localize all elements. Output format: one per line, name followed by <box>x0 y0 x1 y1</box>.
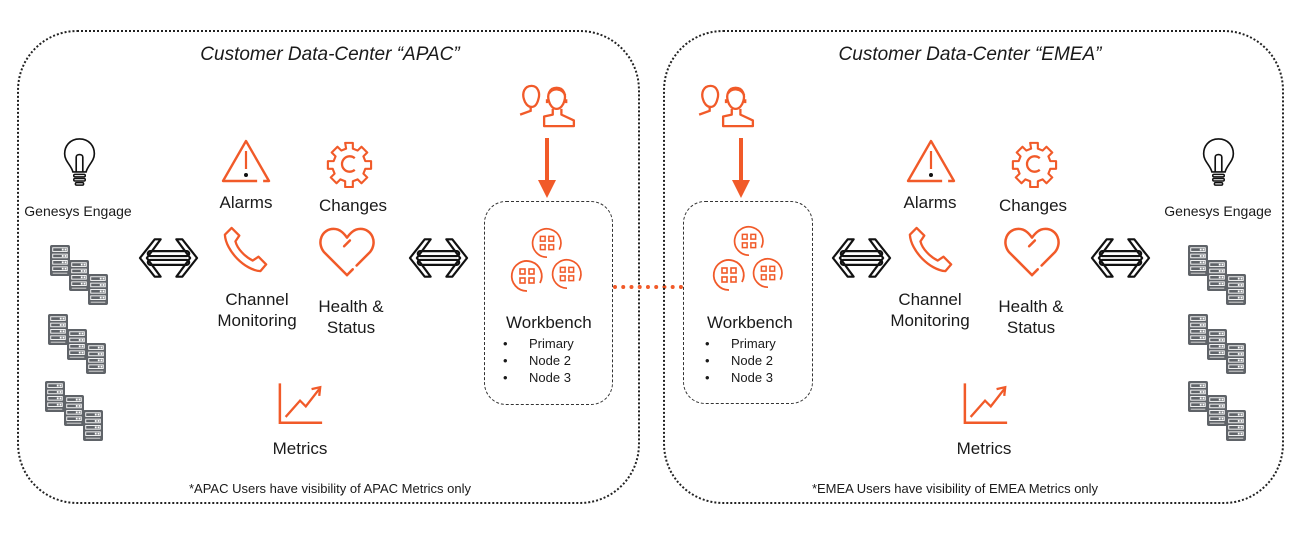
changes-label: Changes <box>318 196 388 215</box>
bidirectional-arrow-icon <box>830 236 893 280</box>
server-rack-icon[interactable] <box>1207 395 1227 426</box>
genesys-engage-label: Genesys Engage <box>1164 203 1272 219</box>
workbench-node: Node 2 <box>503 352 574 369</box>
workbench-title: Workbench <box>506 313 592 332</box>
bidirectional-arrow-icon <box>1089 236 1152 280</box>
datacenter-apac-boundary <box>17 30 640 504</box>
channel-monitoring-label: Channel Monitoring <box>890 290 970 330</box>
visibility-footnote: *APAC Users have visibility of APAC Metr… <box>189 481 471 496</box>
server-rack-icon[interactable] <box>1226 410 1246 441</box>
server-rack-icon[interactable] <box>86 343 106 374</box>
server-rack-icon[interactable] <box>1207 329 1227 360</box>
workbench-title: Workbench <box>707 313 793 332</box>
line-chart-icon <box>962 381 1010 426</box>
server-rack-icon[interactable] <box>45 381 65 412</box>
server-rack-icon[interactable] <box>50 245 70 276</box>
warning-triangle-icon <box>906 139 956 183</box>
channel-monitoring-label: Channel Monitoring <box>217 290 297 330</box>
server-rack-icon[interactable] <box>1188 381 1208 412</box>
workbench-node-list: Primary Node 2 Node 3 <box>705 335 776 386</box>
server-rack-icon[interactable] <box>1226 343 1246 374</box>
server-rack-icon[interactable] <box>1188 314 1208 345</box>
workbench-node: Primary <box>503 335 574 352</box>
gear-icon <box>1010 140 1058 188</box>
bidirectional-arrow-icon <box>137 236 200 280</box>
server-rack-icon[interactable] <box>69 260 89 291</box>
genesys-engage-label: Genesys Engage <box>24 203 132 219</box>
arrow-head <box>732 180 750 198</box>
workbench-box[interactable] <box>683 201 813 404</box>
workbench-node-list: Primary Node 2 Node 3 <box>503 335 574 386</box>
heart-icon <box>317 227 377 277</box>
server-rack-icon[interactable] <box>64 395 84 426</box>
server-rack-icon[interactable] <box>67 329 87 360</box>
cluster-node-icon <box>711 257 747 293</box>
gear-icon <box>325 140 373 188</box>
cluster-node-icon <box>550 257 584 291</box>
workbench-node: Primary <box>705 335 776 352</box>
workbench-box[interactable] <box>484 201 613 405</box>
cluster-node-icon <box>751 256 785 290</box>
warning-triangle-icon <box>221 139 271 183</box>
server-rack-icon[interactable] <box>48 314 68 345</box>
metrics-label: Metrics <box>272 439 328 458</box>
users-to-workbench-arrow <box>545 138 549 182</box>
health-status-label: Health & Status <box>998 297 1064 337</box>
arrow-head <box>538 180 556 198</box>
heart-icon <box>1002 227 1062 277</box>
lightbulb-icon <box>63 136 96 188</box>
workbench-node: Node 3 <box>503 369 574 386</box>
datacenter-emea-boundary <box>663 30 1284 504</box>
users-headset-icon <box>697 82 755 130</box>
health-status-label: Health & Status <box>318 297 384 337</box>
workbench-node: Node 2 <box>705 352 776 369</box>
alarms-label: Alarms <box>219 193 273 212</box>
cluster-node-icon <box>530 226 564 260</box>
bidirectional-arrow-icon <box>407 236 470 280</box>
changes-label: Changes <box>998 196 1068 215</box>
datacenter-emea-title: Customer Data-Center “EMEA” <box>838 44 1102 65</box>
line-chart-icon <box>277 381 325 426</box>
cluster-node-icon <box>509 258 545 294</box>
users-headset-icon <box>518 82 576 130</box>
phone-icon <box>222 226 270 274</box>
users-to-workbench-arrow <box>739 138 743 182</box>
lightbulb-icon <box>1202 136 1235 188</box>
phone-icon <box>907 226 955 274</box>
cluster-node-icon <box>732 224 766 258</box>
server-rack-icon[interactable] <box>1226 274 1246 305</box>
workbench-node: Node 3 <box>705 369 776 386</box>
metrics-label: Metrics <box>956 439 1012 458</box>
visibility-footnote: *EMEA Users have visibility of EMEA Metr… <box>811 481 1099 496</box>
server-rack-icon[interactable] <box>1188 245 1208 276</box>
server-rack-icon[interactable] <box>83 410 103 441</box>
server-rack-icon[interactable] <box>88 274 108 305</box>
workbench-cluster-link <box>613 285 683 289</box>
server-rack-icon[interactable] <box>1207 260 1227 291</box>
datacenter-apac-title: Customer Data-Center “APAC” <box>200 44 460 65</box>
alarms-label: Alarms <box>903 193 957 212</box>
